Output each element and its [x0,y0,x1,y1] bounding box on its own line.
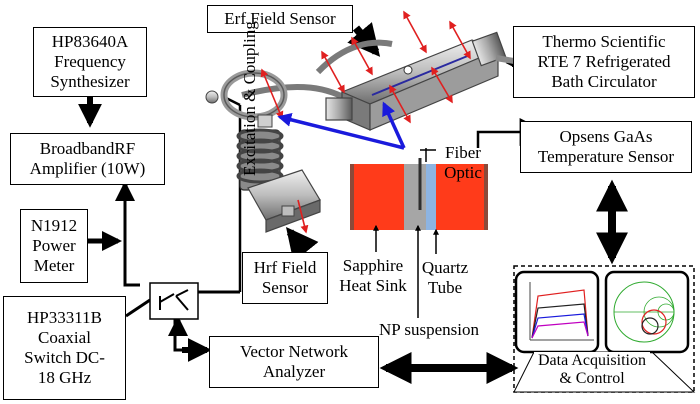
daq-line-1: Data Acquisition [538,352,646,369]
hrf-line-1: Hrf Field [253,258,317,277]
switch-line-3: Switch DC- [24,348,105,367]
synth-line-1: HP83640A [51,32,129,51]
smith-chart-thumbnail [604,270,690,354]
sapphire-right [436,164,486,230]
rf-switch-symbol [149,282,199,320]
sapphire-line-1: Sapphire [342,256,404,275]
label-pointers [373,224,439,318]
amp-line-1: BroadbandRF [39,139,136,158]
amp-line-2: Amplifier (10W) [29,159,146,178]
sample-cross-section [350,148,488,230]
data-acquisition-label: Data Acquisition& Control [534,352,650,388]
chiller-line-2: RTE 7 Refrigerated [537,52,671,71]
opsens-line-2: Temperature Sensor [537,147,675,166]
daq-line-2: & Control [559,370,625,387]
synth-line-2: Frequency [54,52,126,71]
erf-field-arrows [260,10,471,234]
erf-label: Erf Field Sensor [224,9,336,28]
erf-waveguide-assembly [241,31,521,131]
synth-line-3: Synthesizer [50,72,130,91]
np-suspension-label: NP suspension [379,320,479,339]
switch-line-1: HP33311B [27,308,102,327]
fiber-line-2: Optic [444,163,482,182]
erf-field-sensor-box: Erf Field Sensor [207,5,353,33]
fiber-lines [277,101,406,150]
excitation-coupling-label: Excitation & Coupling [240,21,259,176]
opsens-line-1: Opsens GaAs [559,127,653,146]
switch-line-4: 18 GHz [37,368,92,387]
switch-line-2: Coaxial [38,328,91,347]
vna-line-2: Analyzer [262,362,326,381]
vna-line-1: Vector Network [239,342,349,361]
sapphire-line-2: Heat Sink [339,276,407,295]
chiller-line-3: Bath Circulator [551,72,657,91]
chiller-line-1: Thermo Scientific [542,32,666,51]
fiber-line-1: Fiber [445,143,481,162]
meter-line-3: Meter [33,256,75,275]
temperature-plot-thumbnail [514,270,600,354]
meter-line-2: Power [32,236,76,255]
hrf-coil-probe [205,69,321,233]
sapphire-left [352,164,404,230]
hrf-line-2: Sensor [261,278,309,297]
quartz-tube-wall [426,164,436,230]
meter-line-1: N1912 [30,216,78,235]
quartz-line-1: Quartz [421,258,469,277]
quartz-line-2: Tube [427,278,463,297]
